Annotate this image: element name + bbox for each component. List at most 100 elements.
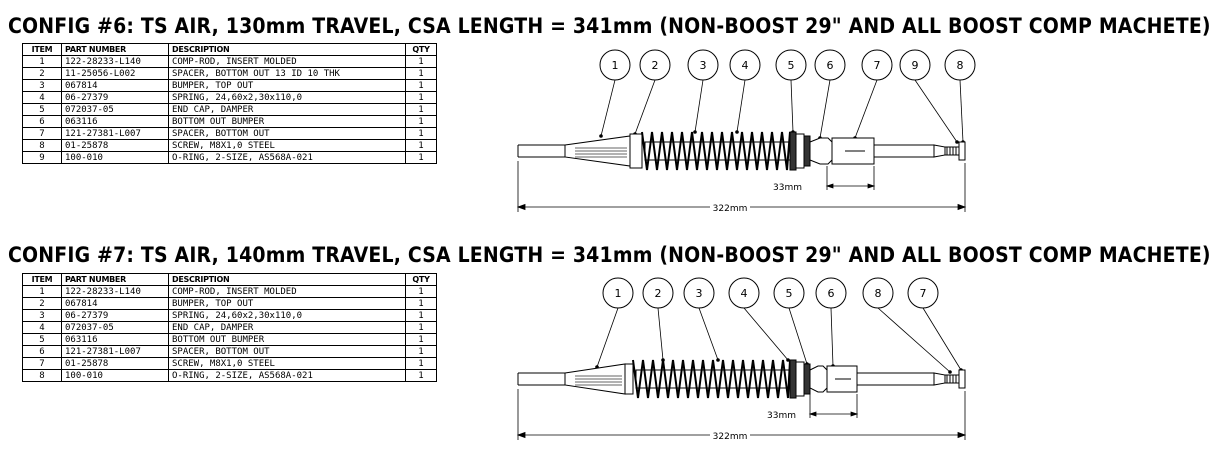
bom-header-row: ITEM PART NUMBER DESCRIPTION QTY — [22, 43, 437, 56]
item-balloon: 5 — [773, 277, 809, 366]
part-number-cell: 01-25878 — [61, 139, 169, 152]
item-balloon: 2 — [642, 277, 674, 362]
part-number-cell: 121-27381-L007 — [61, 127, 169, 140]
balloon-label: 4 — [742, 59, 749, 72]
leader-line — [698, 307, 719, 361]
leader-line — [922, 307, 962, 371]
part-number-cell: 06-27379 — [61, 309, 169, 322]
leader-line — [914, 79, 958, 143]
part-number-cell: 100-010 — [61, 369, 169, 382]
dimension-lines — [516, 161, 967, 212]
item-cell: 5 — [22, 333, 62, 346]
qty-cell: 1 — [405, 297, 437, 310]
item-balloon: 8 — [944, 49, 976, 144]
item-balloon: 1 — [599, 49, 631, 138]
balloon-circle — [815, 277, 847, 309]
leader-arrowhead — [716, 358, 720, 362]
qty-cell: 1 — [405, 321, 437, 334]
description-cell: COMP-ROD, INSERT MOLDED — [168, 55, 406, 68]
balloon-label: 6 — [827, 59, 834, 72]
dim-33mm-label: 33mm — [773, 183, 802, 193]
spring — [632, 359, 791, 399]
part-number-cell: 063116 — [61, 333, 169, 346]
dim-322mm-label: 322mm — [713, 204, 748, 214]
comp-rod-body — [517, 363, 634, 395]
leader-line — [819, 79, 831, 139]
description-cell: BOTTOM OUT BUMPER — [168, 333, 406, 346]
balloon-label: 7 — [920, 287, 927, 300]
qty-cell: 1 — [405, 309, 437, 322]
balloon-label: 3 — [696, 287, 703, 300]
balloon-label: 9 — [912, 59, 919, 72]
item-cell: 7 — [22, 127, 62, 140]
item-balloon: 2 — [633, 49, 671, 136]
balloon-label: 8 — [875, 287, 882, 300]
leader-line — [854, 79, 878, 139]
item-cell: 5 — [22, 103, 62, 116]
description-cell: END CAP, DAMPER — [168, 103, 406, 116]
balloon-circle — [944, 49, 976, 81]
qty-cell: 1 — [405, 345, 437, 358]
balloon-circle — [599, 49, 631, 81]
description-cell: SPACER, BOTTOM OUT 13 ID 10 THK — [168, 67, 406, 80]
comp-rod-body — [517, 133, 643, 169]
bom-header-row: ITEM PART NUMBER DESCRIPTION QTY — [22, 273, 437, 286]
item-cell: 4 — [22, 91, 62, 104]
header-item: ITEM — [22, 43, 62, 56]
end-cap-damper — [789, 359, 811, 399]
leader-arrowhead — [599, 134, 603, 138]
balloon-label: 7 — [874, 59, 881, 72]
part-number-cell: 11-25056-L002 — [61, 67, 169, 80]
balloon-circle — [899, 49, 931, 81]
leader-line — [830, 307, 834, 367]
leader-line — [959, 79, 964, 143]
damper-shaft — [873, 144, 946, 158]
description-cell: BUMPER, TOP OUT — [168, 79, 406, 92]
leader-line — [790, 79, 794, 133]
config-7-title: CONFIG #7: TS AIR, 140mm TRAVEL, CSA LEN… — [8, 243, 1211, 267]
description-cell: O-RING, 2-SIZE, AS568A-021 — [168, 151, 406, 164]
screw-m8 — [944, 369, 966, 389]
balloon-label: 4 — [741, 287, 748, 300]
description-cell: SPRING, 24,60x2,30x110,0 — [168, 91, 406, 104]
balloon-circle — [907, 277, 939, 309]
item-balloon: 9 — [899, 49, 959, 144]
balloon-label: 5 — [788, 59, 795, 72]
item-balloon: 6 — [815, 277, 847, 368]
balloon-circle — [861, 49, 893, 81]
item-balloon: 6 — [814, 49, 846, 140]
screw-m8 — [944, 141, 966, 161]
item-balloon: 4 — [728, 277, 790, 362]
part-number-cell: 06-27379 — [61, 91, 169, 104]
spring — [641, 131, 791, 171]
item-balloon: 7 — [853, 49, 893, 140]
end-cap-damper — [789, 131, 811, 171]
qty-cell: 1 — [405, 115, 437, 128]
leader-arrowhead — [786, 358, 790, 362]
qty-cell: 1 — [405, 139, 437, 152]
item-balloon: 3 — [683, 277, 720, 362]
balloon-circle — [814, 49, 846, 81]
part-number-cell: 01-25878 — [61, 357, 169, 370]
description-cell: BUMPER, TOP OUT — [168, 297, 406, 310]
item-cell: 4 — [22, 321, 62, 334]
part-number-cell: 072037-05 — [61, 321, 169, 334]
dimension-lines — [516, 389, 967, 440]
leader-line — [657, 307, 664, 361]
leader-line — [634, 79, 656, 135]
header-description: DESCRIPTION — [168, 273, 406, 286]
part-number-cell: 100-010 — [61, 151, 169, 164]
balloon-label: 1 — [615, 287, 622, 300]
balloon-circle — [683, 277, 715, 309]
balloon-circle — [728, 277, 760, 309]
header-part-number: PART NUMBER — [61, 43, 169, 56]
